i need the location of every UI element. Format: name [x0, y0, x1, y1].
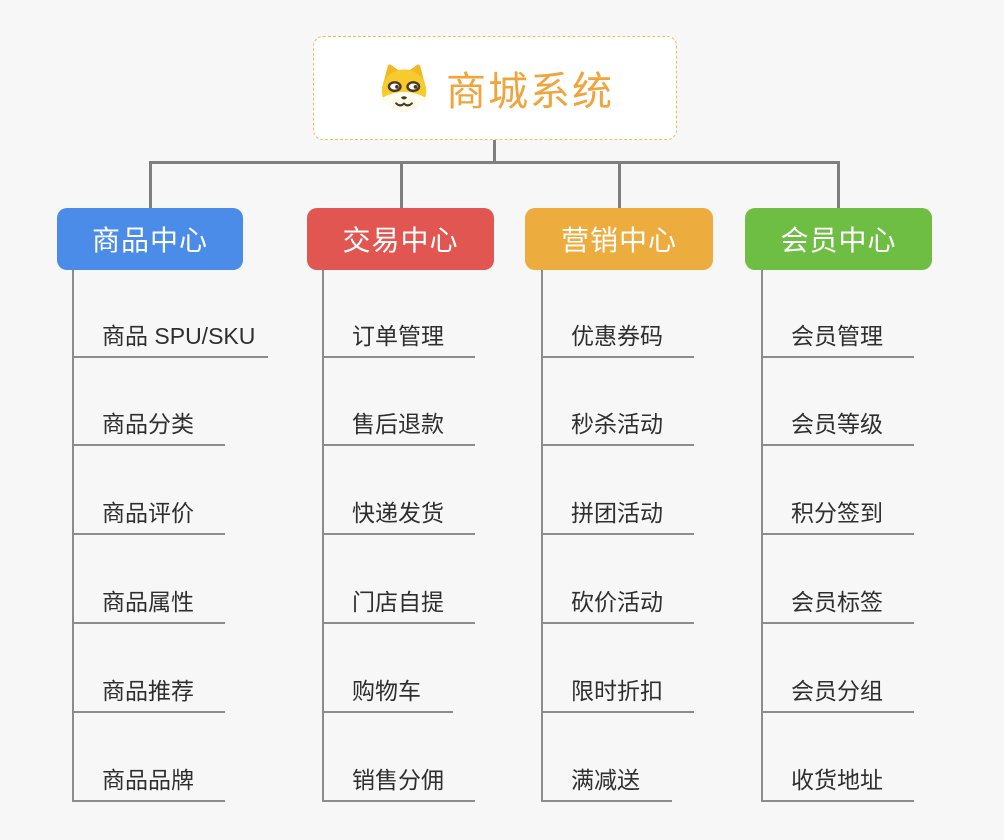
- topic-item[interactable]: 砍价活动: [541, 580, 694, 624]
- branch-drop-line: [618, 161, 621, 208]
- dog-icon: [381, 64, 427, 113]
- topic-item[interactable]: 销售分佣: [322, 758, 475, 802]
- topic-item[interactable]: 积分签到: [761, 491, 914, 535]
- topic-item[interactable]: 商品品牌: [72, 758, 225, 802]
- branch-node-member[interactable]: 会员中心: [745, 208, 932, 270]
- branch-items-column-trade: 订单管理 售后退款 快递发货 门店自提 购物车 销售分佣: [322, 270, 532, 802]
- branch-label: 交易中心: [342, 225, 459, 256]
- topic-item[interactable]: 会员标签: [761, 580, 914, 624]
- branch-label: 会员中心: [780, 225, 897, 256]
- branch-bus-line: [149, 161, 840, 164]
- branch-items-column-product: 商品 SPU/SKU 商品分类 商品评价 商品属性 商品推荐 商品品牌: [72, 270, 282, 802]
- branch-node-product[interactable]: 商品中心: [57, 208, 243, 270]
- branch-label: 商品中心: [91, 225, 208, 256]
- topic-item[interactable]: 会员等级: [761, 402, 914, 446]
- root-node[interactable]: 商城系统: [313, 36, 677, 140]
- topic-item[interactable]: 限时折扣: [541, 669, 694, 713]
- topic-item[interactable]: 商品推荐: [72, 669, 225, 713]
- topic-item[interactable]: 秒杀活动: [541, 402, 694, 446]
- topic-item[interactable]: 拼团活动: [541, 491, 694, 535]
- topic-item[interactable]: 优惠券码: [541, 314, 694, 358]
- topic-item[interactable]: 会员管理: [761, 314, 914, 358]
- topic-item[interactable]: 快递发货: [322, 491, 475, 535]
- branch-drop-line: [400, 161, 403, 208]
- root-title: 商城系统: [446, 70, 614, 114]
- branch-items-column-marketing: 优惠券码 秒杀活动 拼团活动 砍价活动 限时折扣 满减送: [541, 270, 751, 802]
- branch-drop-line: [837, 161, 840, 208]
- topic-item[interactable]: 门店自提: [322, 580, 475, 624]
- topic-item[interactable]: 售后退款: [322, 402, 475, 446]
- topic-item[interactable]: 收货地址: [761, 758, 914, 802]
- topic-item[interactable]: 商品属性: [72, 580, 225, 624]
- topic-item[interactable]: 商品 SPU/SKU: [72, 314, 268, 358]
- branch-label: 营销中心: [560, 225, 677, 256]
- topic-item[interactable]: 订单管理: [322, 314, 475, 358]
- branch-items-column-member: 会员管理 会员等级 积分签到 会员标签 会员分组 收货地址: [761, 270, 971, 802]
- topic-item[interactable]: 商品评价: [72, 491, 225, 535]
- branch-node-marketing[interactable]: 营销中心: [525, 208, 713, 270]
- topic-item[interactable]: 满减送: [541, 758, 672, 802]
- branch-node-trade[interactable]: 交易中心: [307, 208, 494, 270]
- root-connector-stub: [493, 140, 496, 163]
- topic-item[interactable]: 会员分组: [761, 669, 914, 713]
- branch-drop-line: [149, 161, 152, 208]
- topic-item[interactable]: 商品分类: [72, 402, 225, 446]
- topic-item[interactable]: 购物车: [322, 669, 453, 713]
